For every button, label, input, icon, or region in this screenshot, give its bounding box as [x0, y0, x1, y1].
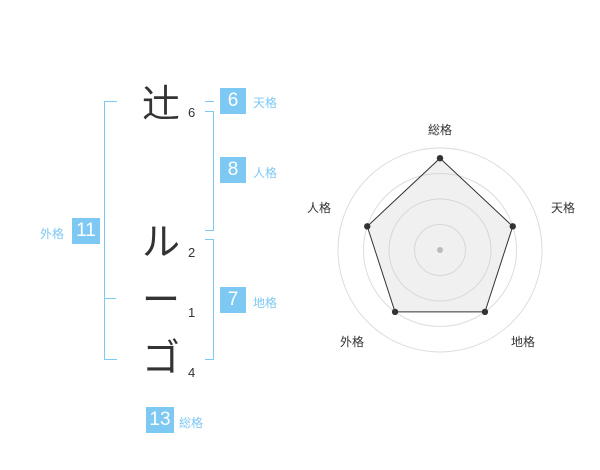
jinkaku-label: 人格	[253, 166, 278, 180]
radar-point-3	[391, 308, 399, 316]
soukaku-value: 13	[146, 407, 174, 433]
radar-axis-label-1: 天格	[551, 201, 576, 215]
radar-axis-label-3: 外格	[340, 335, 365, 349]
soukaku-label: 総格	[179, 416, 204, 430]
radar-ring-3	[363, 173, 517, 327]
name-char-3: ー	[141, 278, 180, 322]
gaikaku-bracket-mid	[104, 298, 116, 299]
chikaku-bracket	[205, 239, 214, 360]
name-char-4: ゴ	[141, 336, 180, 380]
radar-ring-2	[388, 198, 492, 302]
chikaku-value: 7	[220, 287, 246, 313]
radar-axis-label-2: 地格	[511, 335, 536, 349]
name-char-1: 辻	[141, 82, 180, 126]
stroke-count-4: 4	[188, 365, 196, 380]
radar-ring-4	[337, 147, 543, 353]
stroke-count-2: 2	[188, 245, 196, 260]
radar-point-0	[436, 155, 444, 162]
chikaku-label: 地格	[253, 296, 278, 310]
radar-point-1	[509, 223, 516, 230]
tenkaku-bracket	[205, 101, 214, 102]
name-char-2: ル	[141, 220, 180, 264]
radar-axis-label-4: 人格	[307, 201, 332, 215]
radar-ring-1	[414, 224, 466, 276]
jinkaku-value: 8	[220, 157, 246, 183]
stroke-count-3: 1	[188, 305, 196, 320]
radar-point-4	[364, 223, 371, 230]
stroke-count-1: 6	[188, 105, 196, 120]
radar-axis-label-0: 総格	[428, 123, 453, 137]
jinkaku-bracket	[205, 111, 214, 231]
radar-center-dot	[437, 247, 443, 253]
radar-point-2	[481, 308, 489, 316]
gaikaku-label: 外格	[40, 227, 65, 241]
gaikaku-value: 11	[72, 218, 100, 244]
radar-polygon	[366, 157, 514, 313]
tenkaku-label: 天格	[253, 96, 278, 110]
tenkaku-value: 6	[220, 88, 246, 114]
gaikaku-bracket	[104, 101, 117, 360]
